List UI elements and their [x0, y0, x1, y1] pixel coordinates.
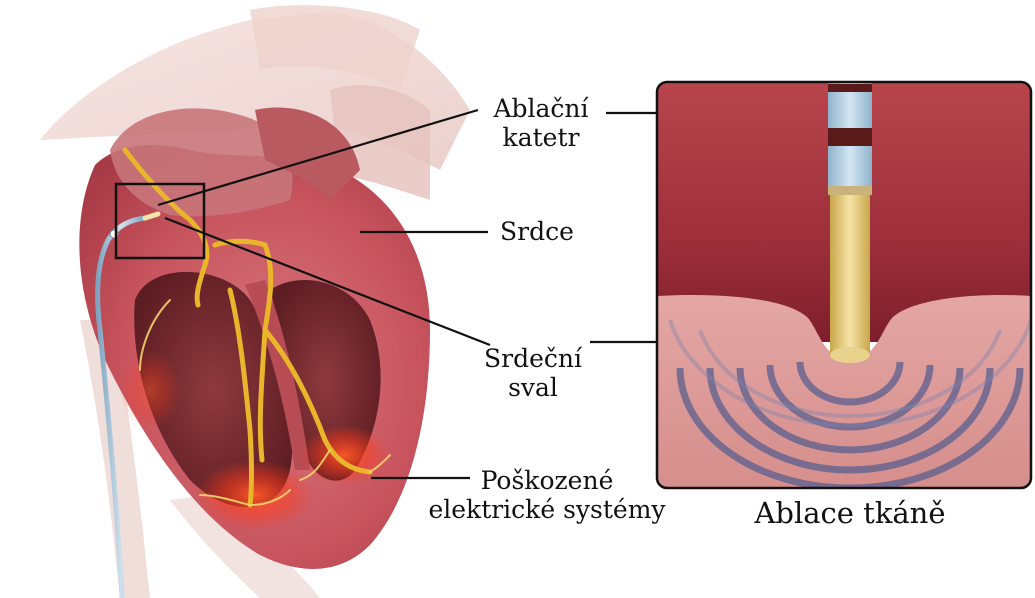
tissue-ablation-panel: [657, 82, 1031, 488]
label-ablation-catheter: Ablační katetr: [482, 94, 600, 152]
label-ablation-catheter-line1: Ablační: [482, 94, 600, 123]
label-damaged-electrical-line2: elektrické systémy: [408, 495, 686, 524]
heart-illustration: [40, 5, 470, 598]
label-heart-muscle-line1: Srdeční: [474, 344, 592, 373]
label-ablation-catheter-line2: katetr: [482, 123, 600, 152]
caption-tissue-ablation: Ablace tkáně: [700, 496, 1000, 530]
label-heart: Srdce: [500, 217, 574, 246]
label-damaged-electrical-line1: Poškozené: [408, 466, 686, 495]
label-damaged-electrical: Poškozené elektrické systémy: [408, 466, 686, 524]
label-heart-muscle: Srdeční sval: [474, 344, 592, 402]
label-heart-muscle-line2: sval: [474, 373, 592, 402]
